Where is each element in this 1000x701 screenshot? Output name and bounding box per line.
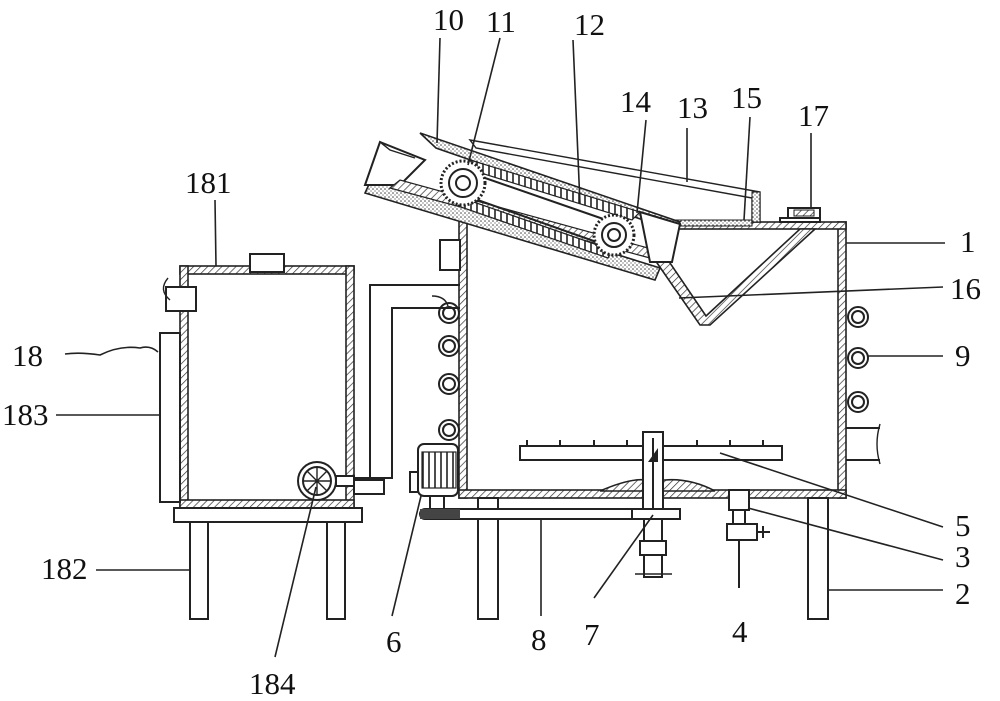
- side-tank: [159, 253, 460, 620]
- sensor-box: [439, 239, 461, 271]
- label-182: 182: [41, 551, 88, 586]
- motor: [409, 443, 459, 511]
- pump: [297, 461, 355, 501]
- label-181: 181: [185, 165, 232, 200]
- drive-shaft: [635, 518, 672, 578]
- label-10: 10: [433, 2, 464, 37]
- roller-lower: [592, 213, 636, 257]
- label-6: 6: [386, 624, 402, 659]
- label-15: 15: [731, 80, 762, 115]
- label-8: 8: [531, 622, 547, 657]
- label-9: 9: [955, 338, 971, 373]
- drain-valve: [726, 489, 770, 588]
- label-16: 16: [950, 271, 981, 306]
- label-1: 1: [960, 224, 976, 259]
- label-2: 2: [955, 576, 971, 611]
- label-7: 7: [584, 617, 600, 652]
- leader-lines: [56, 37, 945, 658]
- hopper-funnel: [653, 228, 818, 326]
- roller-upper: [439, 159, 487, 207]
- inlet-wire: [64, 346, 159, 356]
- label-3: 3: [955, 539, 971, 574]
- stirrer: [519, 431, 783, 515]
- label-184: 184: [249, 666, 296, 701]
- label-14: 14: [620, 84, 652, 119]
- right-outlet-pipe: [846, 423, 881, 465]
- label-18: 18: [12, 338, 43, 373]
- drive-belt: [419, 508, 681, 520]
- label-17: 17: [798, 98, 829, 133]
- lid-valve: [779, 207, 821, 223]
- label-11: 11: [486, 4, 516, 39]
- inclined-conveyor: [363, 132, 761, 281]
- label-12: 12: [574, 7, 605, 42]
- heating-coils-left: [438, 302, 460, 441]
- label-4: 4: [732, 614, 748, 649]
- label-5: 5: [955, 508, 971, 543]
- label-183: 183: [2, 397, 49, 432]
- callout-labels: 1 2 3 4 5 6 7 8 9 10 11 12 13 14 15 16 1…: [2, 2, 981, 701]
- label-13: 13: [677, 90, 708, 125]
- heating-coils-right: [847, 306, 869, 413]
